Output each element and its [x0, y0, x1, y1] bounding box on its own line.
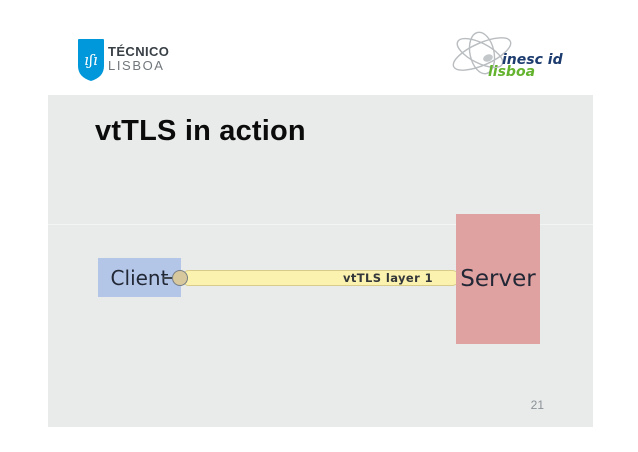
- tecnico-city-label: LISBOA: [108, 58, 165, 73]
- connector-knob-icon: [172, 270, 188, 286]
- page-title: vtTLS in action: [95, 115, 306, 147]
- inescid-wordmark: inesc id: [502, 52, 563, 68]
- connector-dash: [163, 277, 172, 279]
- inescid-orbits-icon: [452, 31, 512, 75]
- page-number: 21: [530, 398, 544, 412]
- connection-pipe: vtTLS layer 1: [181, 270, 460, 286]
- inescid-logo: inesc id lisboa: [444, 25, 564, 87]
- slide-seam-divider: [48, 224, 593, 225]
- connection-label: vtTLS layer 1: [343, 271, 433, 285]
- tecnico-shield-icon: ıʃı: [78, 39, 104, 81]
- tecnico-lisboa-logo: ıʃı TÉCNICO LISBOA: [78, 39, 208, 83]
- server-box: Server: [456, 214, 540, 344]
- inescid-city-label: lisboa: [488, 64, 536, 80]
- tecnico-monogram: ıʃı: [84, 51, 98, 69]
- tecnico-wordmark: TÉCNICO: [108, 44, 170, 59]
- client-label: Client: [110, 265, 169, 290]
- server-label: Server: [460, 266, 536, 292]
